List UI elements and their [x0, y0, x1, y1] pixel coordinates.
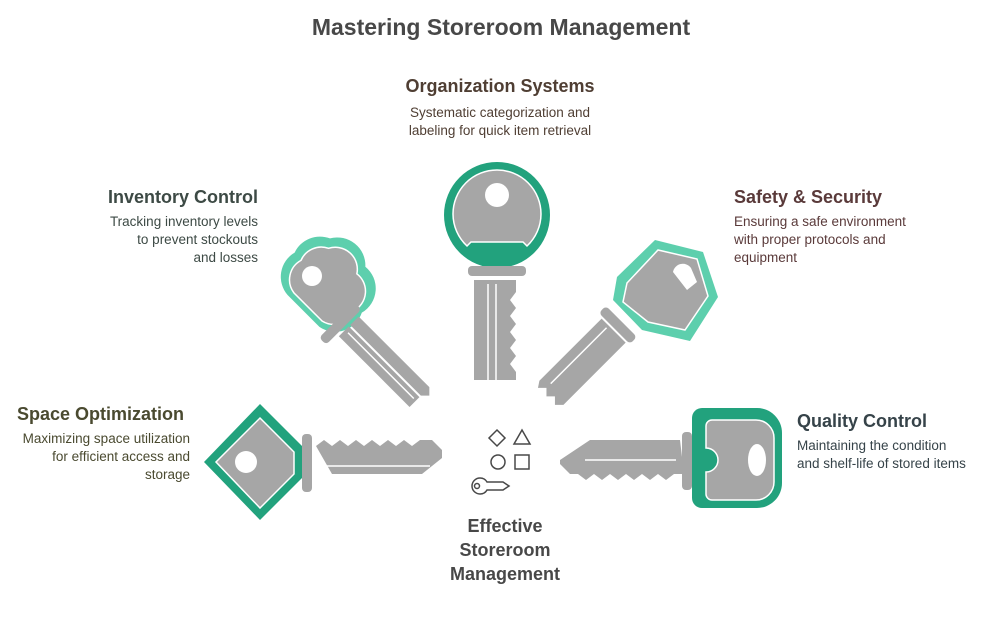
item-inventory-control: Inventory Control Tracking inventory lev…: [60, 185, 258, 267]
inventory-key-hole: [302, 266, 322, 286]
inventory-key-icon: [280, 236, 376, 332]
center-label: Effective Storeroom Management: [430, 514, 580, 586]
item-organization-systems: Organization Systems Systematic categori…: [360, 74, 640, 140]
page-title: Mastering Storeroom Management: [311, 14, 691, 40]
space-key-icon: [204, 404, 442, 520]
item-desc-line: and shelf-life of stored items: [797, 456, 966, 471]
item-desc-line: for efficient access and: [52, 449, 190, 464]
item-heading: Inventory Control: [107, 187, 258, 207]
item-space-optimization: Space Optimization Maximizing space util…: [0, 402, 190, 484]
item-heading: Organization Systems: [405, 76, 595, 96]
center-label-line: Management: [449, 564, 561, 584]
item-desc-line: Ensuring a safe environment: [734, 214, 906, 229]
inventory-key-blade: [320, 303, 430, 407]
quality-key-icon: [560, 408, 782, 508]
center-label-line: Storeroom: [459, 540, 551, 560]
item-desc-line: Systematic categorization and: [409, 105, 591, 120]
item-desc-line: Maintaining the condition: [797, 438, 947, 453]
item-desc-line: Maximizing space utilization: [22, 431, 190, 446]
item-desc-line: to prevent stockouts: [137, 232, 258, 247]
item-desc-line: and losses: [193, 250, 258, 265]
item-desc-line: storage: [144, 467, 190, 482]
center-label-line: Effective: [467, 516, 543, 536]
safety-key-icon: [537, 240, 718, 405]
item-safety-security: Safety & Security Ensuring a safe enviro…: [734, 185, 974, 267]
organization-key-icon: [444, 162, 550, 388]
item-heading: Quality Control: [797, 411, 927, 431]
item-desc-line: equipment: [734, 250, 798, 265]
item-desc-line: with proper protocols and: [734, 232, 886, 247]
shapes-icon: [471, 428, 532, 495]
item-quality-control: Quality Control Maintaining the conditio…: [797, 409, 1002, 473]
item-desc-line: labeling for quick item retrieval: [408, 123, 592, 138]
item-heading: Space Optimization: [16, 404, 184, 424]
item-heading: Safety & Security: [734, 187, 883, 207]
item-desc-line: Tracking inventory levels: [109, 214, 258, 229]
